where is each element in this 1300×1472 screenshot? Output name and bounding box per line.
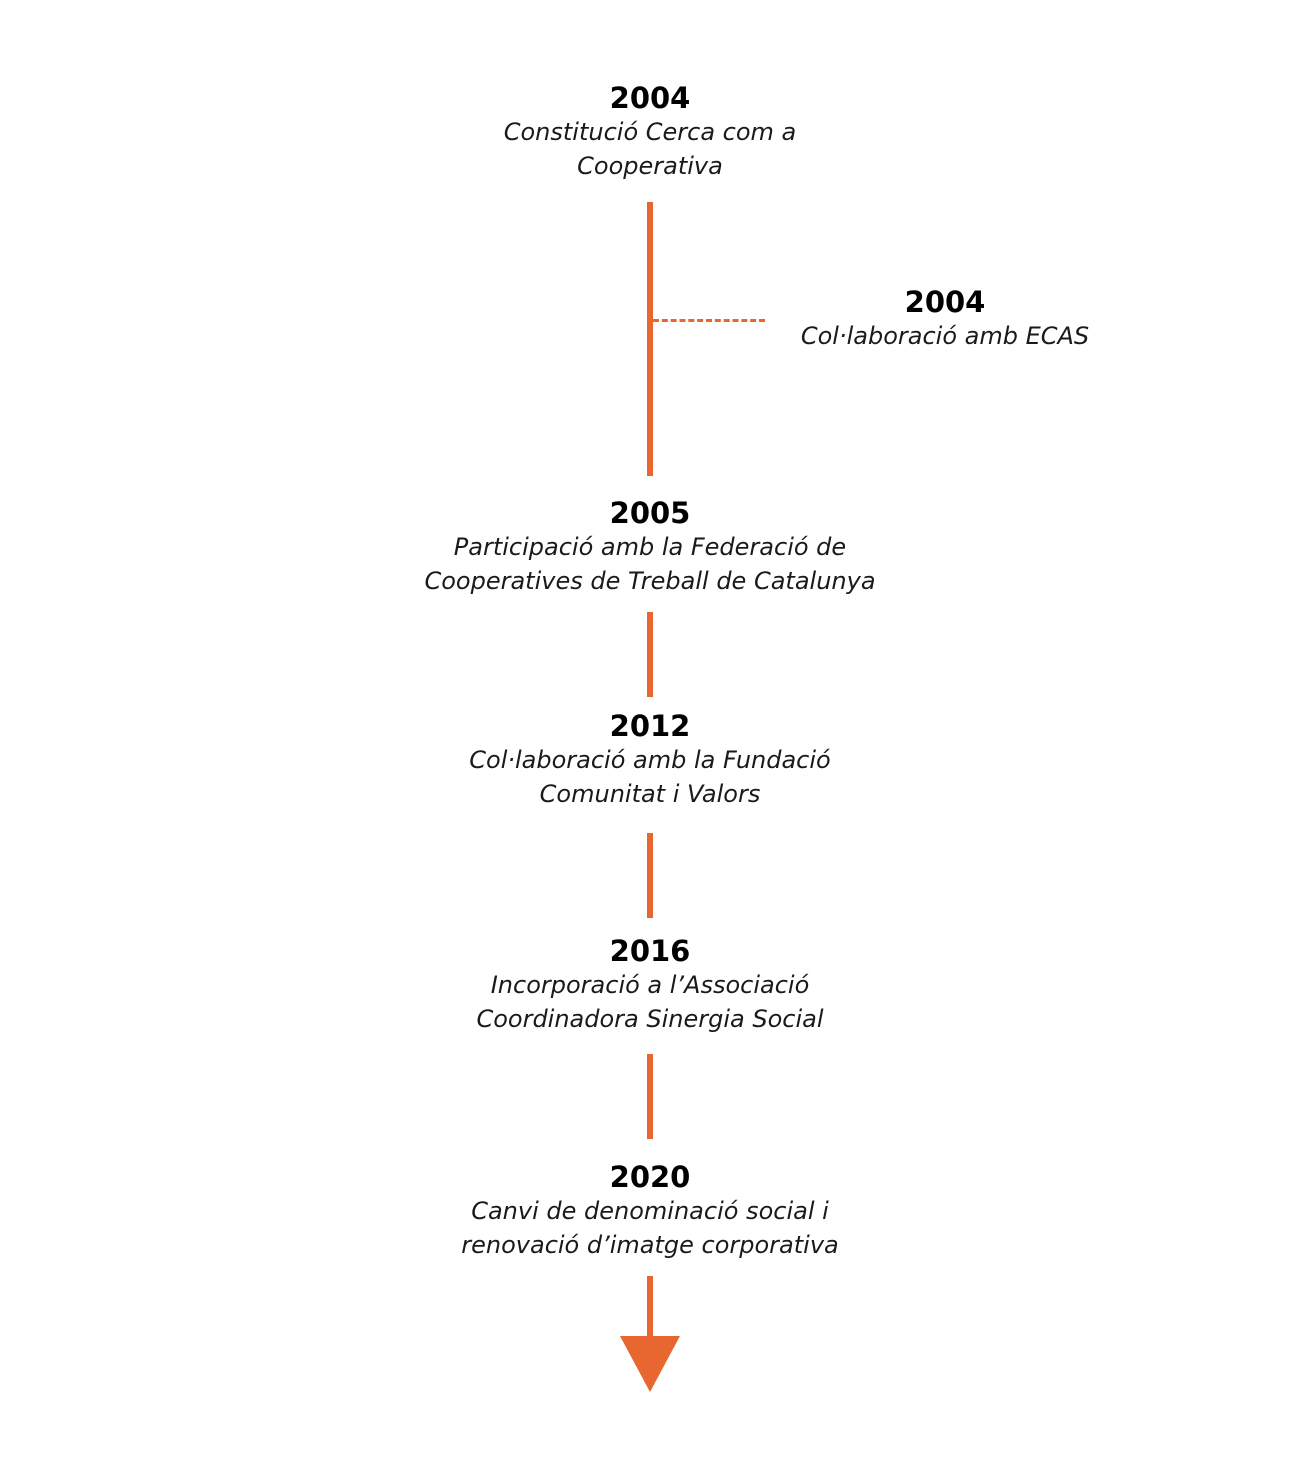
timeline-branch-connector [653, 319, 765, 322]
timeline-line-segment [647, 612, 653, 697]
event-year: 2005 [609, 496, 691, 530]
timeline-event-2020: 2020 Canvi de denominació social i renov… [350, 1160, 950, 1262]
timeline-line-segment [647, 833, 653, 918]
event-description-line: Cooperatives de Treball de Catalunya [424, 567, 876, 595]
timeline-event-2005: 2005 Participació amb la Federació de Co… [300, 496, 1000, 598]
timeline-line-segment [647, 1276, 653, 1340]
timeline-event-2004-ecas: 2004 Col·laboració amb ECAS [770, 285, 1120, 353]
event-description-line: renovació d’imatge corporativa [461, 1231, 839, 1259]
timeline-line-segment [647, 202, 653, 476]
event-description-line: Canvi de denominació social i [471, 1197, 829, 1225]
event-description-line: Coordinadora Sinergia Social [476, 1005, 824, 1033]
event-year: 2012 [609, 709, 691, 743]
event-year: 2004 [609, 81, 691, 115]
event-description-line: Comunitat i Valors [539, 780, 761, 808]
event-description-line: Cooperativa [577, 152, 723, 180]
event-description-line: Participació amb la Federació de [453, 533, 847, 561]
event-description-line: Col·laboració amb ECAS [800, 322, 1090, 350]
event-description-line: Col·laboració amb la Fundació [469, 746, 831, 774]
event-year: 2020 [609, 1160, 691, 1194]
event-year: 2016 [609, 934, 691, 968]
timeline-event-2016: 2016 Incorporació a l’Associació Coordin… [350, 934, 950, 1036]
event-description-line: Incorporació a l’Associació [490, 971, 810, 999]
arrow-down-icon [620, 1336, 680, 1392]
timeline-line-segment [647, 1054, 653, 1139]
event-year: 2004 [904, 285, 986, 319]
timeline-event-2012: 2012 Col·laboració amb la Fundació Comun… [350, 709, 950, 811]
timeline-event-2004-cooperativa: 2004 Constitució Cerca com a Cooperativa [350, 81, 950, 183]
event-description-line: Constitució Cerca com a [503, 118, 797, 146]
